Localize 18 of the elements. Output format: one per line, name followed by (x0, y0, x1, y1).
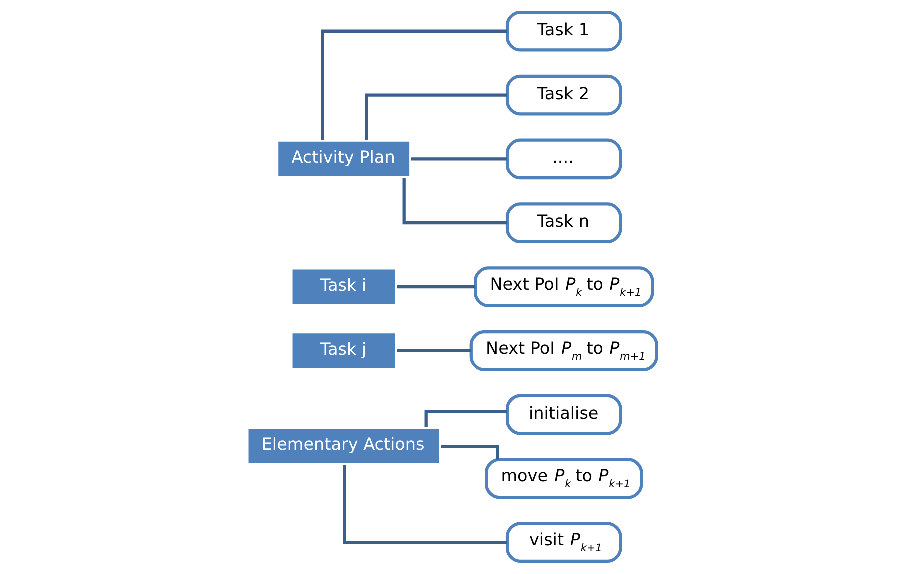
connector (320, 30, 507, 140)
node-box: move P$_{k}$ to P$_{k+1}$ (484, 458, 643, 500)
node-box: Task 2 (505, 74, 622, 116)
node-box: Task 1 (505, 10, 622, 52)
connector (424, 410, 507, 428)
node-box: initialise (505, 394, 622, 436)
connector (364, 94, 507, 140)
connector (402, 178, 507, 225)
node-box: Task n (505, 202, 622, 244)
connector (440, 445, 499, 460)
node-box: visit P$_{k+1}$ (505, 522, 622, 564)
node-box: .... (505, 138, 622, 180)
connector (342, 465, 507, 544)
connector (410, 158, 507, 161)
connector (396, 349, 471, 352)
node-box: Next PoI P$_{k}$ to P$_{k+1}$ (474, 266, 654, 308)
node-box: Next PoI P$_{m}$ to P$_{m+1}$ (469, 330, 658, 372)
connector (396, 285, 476, 289)
